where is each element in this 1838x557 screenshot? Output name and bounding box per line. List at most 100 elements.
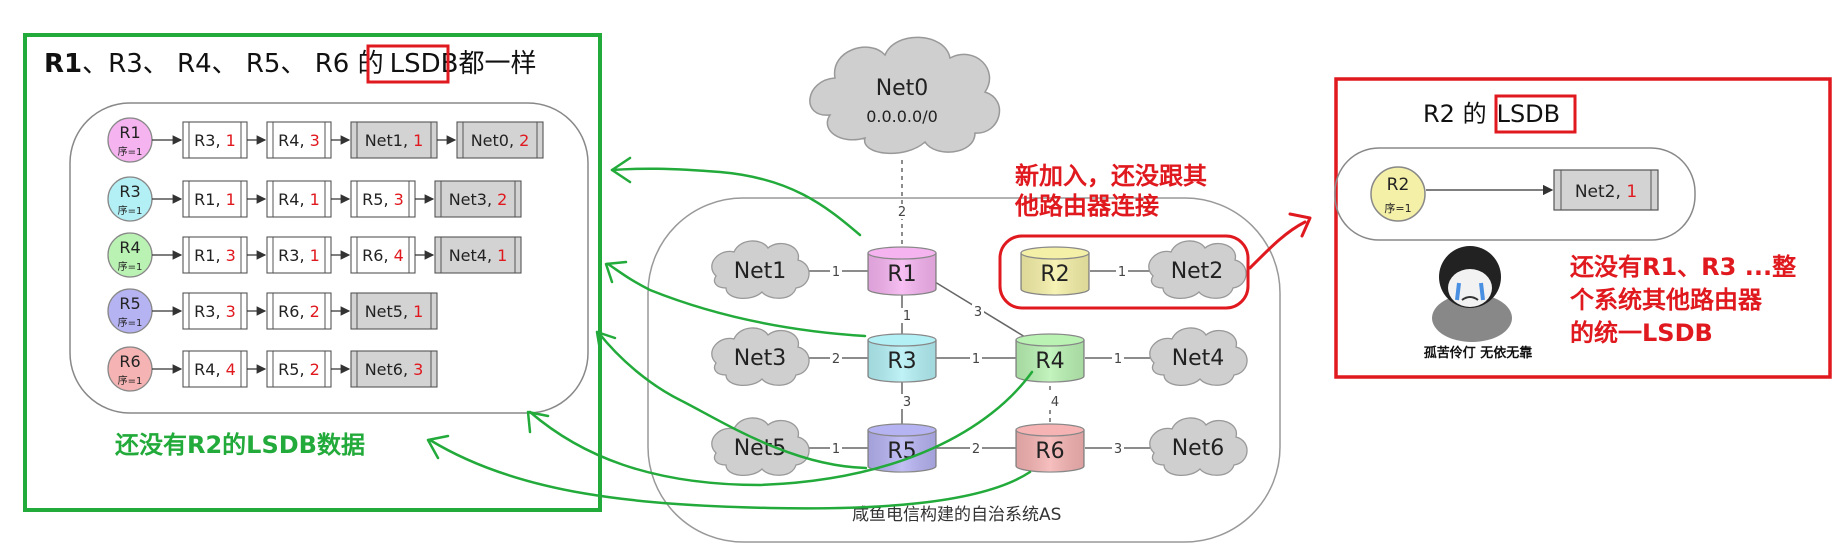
lsdb-entry-text: Net6, 3 bbox=[365, 360, 424, 379]
as-caption: 咸鱼电信构建的自治系统AS bbox=[852, 505, 1061, 525]
router-top bbox=[867, 333, 937, 347]
lsdb-router-seq: 序=1 bbox=[118, 145, 143, 158]
meme-mouth bbox=[1461, 296, 1479, 301]
red-arrow-r2-to-panel bbox=[1248, 220, 1307, 270]
lsdb-entry-text: R1, 1 bbox=[194, 190, 236, 209]
router-label: R2 bbox=[1040, 262, 1069, 287]
r2-highlight-box bbox=[998, 234, 1250, 310]
left-panel-border bbox=[23, 33, 602, 512]
cloud-label: Net1 bbox=[734, 259, 787, 284]
r2-lsdb-router-label: R2 bbox=[1387, 175, 1410, 195]
lsdb-entry-text: Net0, 2 bbox=[471, 131, 530, 150]
left-title-lsdb-highlight bbox=[366, 44, 450, 84]
link-cost-net5-r5: 1 bbox=[832, 442, 840, 457]
r2-lsdb-entry-box bbox=[1553, 169, 1659, 211]
cloud-shape bbox=[711, 417, 810, 476]
router-top bbox=[1015, 333, 1085, 347]
lsdb-entry-box bbox=[182, 350, 248, 388]
green-arrow-r4-head bbox=[526, 410, 550, 434]
link-cost-r6-net6: 3 bbox=[1114, 442, 1122, 457]
meme-body bbox=[1432, 294, 1512, 342]
link-cost-r2-net2: 1 bbox=[1118, 265, 1126, 280]
router-shade bbox=[1021, 253, 1089, 295]
lsdb-entry-box bbox=[350, 121, 438, 159]
lsdb-router-label: R4 bbox=[119, 238, 140, 257]
lsdb-entry-box bbox=[182, 180, 248, 218]
cost-bg bbox=[901, 394, 913, 409]
cost-bg bbox=[1112, 441, 1124, 456]
right-note-line1: 还没有R1、R3 ...整 bbox=[1570, 253, 1796, 281]
lsdb-router-seq: 序=1 bbox=[118, 374, 143, 387]
cloud-shape bbox=[711, 327, 810, 386]
as-boundary bbox=[647, 197, 1281, 543]
router-shade bbox=[868, 340, 936, 382]
left-panel-note: 还没有R2的LSDB数据 bbox=[115, 431, 365, 459]
lsdb-entry-box bbox=[434, 180, 522, 218]
lsdb-entry-text: Net4, 1 bbox=[449, 246, 508, 265]
router-top bbox=[867, 246, 937, 260]
new-router-note-line1: 新加入，还没跟其 bbox=[1015, 162, 1207, 190]
router-r6: R6 bbox=[1015, 423, 1085, 473]
link-cost-r3-r4: 1 bbox=[972, 352, 980, 367]
lsdb-entry-text: Net1, 1 bbox=[365, 131, 424, 150]
lsdb-entry-text: R4, 3 bbox=[278, 131, 320, 150]
router-top bbox=[1015, 423, 1085, 437]
net2-cloud: Net2 bbox=[1148, 240, 1247, 299]
router-label: R6 bbox=[1035, 439, 1064, 464]
green-arrow-r5-head bbox=[595, 330, 617, 352]
right-panel-border bbox=[1334, 77, 1832, 379]
lsdb-router-label: R3 bbox=[119, 182, 140, 201]
router-r5: R5 bbox=[867, 423, 937, 473]
cost-bg bbox=[1049, 394, 1061, 409]
green-arrow-r4-to-panel bbox=[528, 370, 1034, 487]
lsdb-entry-box bbox=[266, 292, 332, 330]
new-router-note-line2: 他路由器连接 bbox=[1014, 192, 1159, 220]
router-shade bbox=[868, 253, 936, 295]
link-cost-net0-r1: 2 bbox=[898, 205, 906, 220]
net5-cloud: Net5 bbox=[711, 417, 810, 476]
green-arrow-r1-to-panel bbox=[610, 167, 862, 237]
cost-bg bbox=[1112, 351, 1124, 366]
lsdb-entry-box bbox=[266, 180, 332, 218]
annotation-arrows bbox=[426, 156, 1312, 510]
router-r4: R4 bbox=[1015, 333, 1085, 383]
net6-cloud: Net6 bbox=[1149, 417, 1248, 476]
net0-label: Net0 bbox=[876, 76, 929, 101]
cost-bg bbox=[970, 351, 982, 366]
green-arrow-r3-head bbox=[604, 260, 628, 284]
cloud-label: Net3 bbox=[734, 346, 787, 371]
router-label: R1 bbox=[887, 262, 916, 287]
router-label: R4 bbox=[1035, 349, 1064, 374]
green-arrow-r1-head bbox=[610, 156, 632, 184]
cost-bg bbox=[830, 351, 842, 366]
lsdb-rounded-container bbox=[69, 102, 589, 414]
link-cost-net1-r1: 1 bbox=[832, 265, 840, 280]
meme-caption: 孤苦伶仃 无依无靠 bbox=[1424, 345, 1533, 361]
lsdb-entry-box bbox=[182, 236, 248, 274]
lsdb-router-seq: 序=1 bbox=[118, 260, 143, 273]
router-top bbox=[1020, 246, 1090, 260]
net4-cloud: Net4 bbox=[1149, 327, 1248, 386]
router-r3: R3 bbox=[867, 333, 937, 383]
lsdb-entry-text: R1, 3 bbox=[194, 246, 236, 265]
lsdb-entry-text: Net3, 2 bbox=[449, 190, 508, 209]
lsdb-entry-text: R3, 3 bbox=[194, 302, 236, 321]
r2-lsdb-row: R2 序=1 Net2, 1 bbox=[1370, 166, 1659, 222]
lsdb-entry-text: R5, 2 bbox=[278, 360, 320, 379]
crying-meme-image: 孤苦伶仃 无依无靠 bbox=[1424, 246, 1533, 361]
link-cost-r5-r6: 2 bbox=[972, 442, 980, 457]
lsdb-entry-text: R6, 2 bbox=[278, 302, 320, 321]
link-cost-r3-r5: 3 bbox=[903, 395, 911, 410]
router-r2: R2 bbox=[1020, 246, 1090, 296]
